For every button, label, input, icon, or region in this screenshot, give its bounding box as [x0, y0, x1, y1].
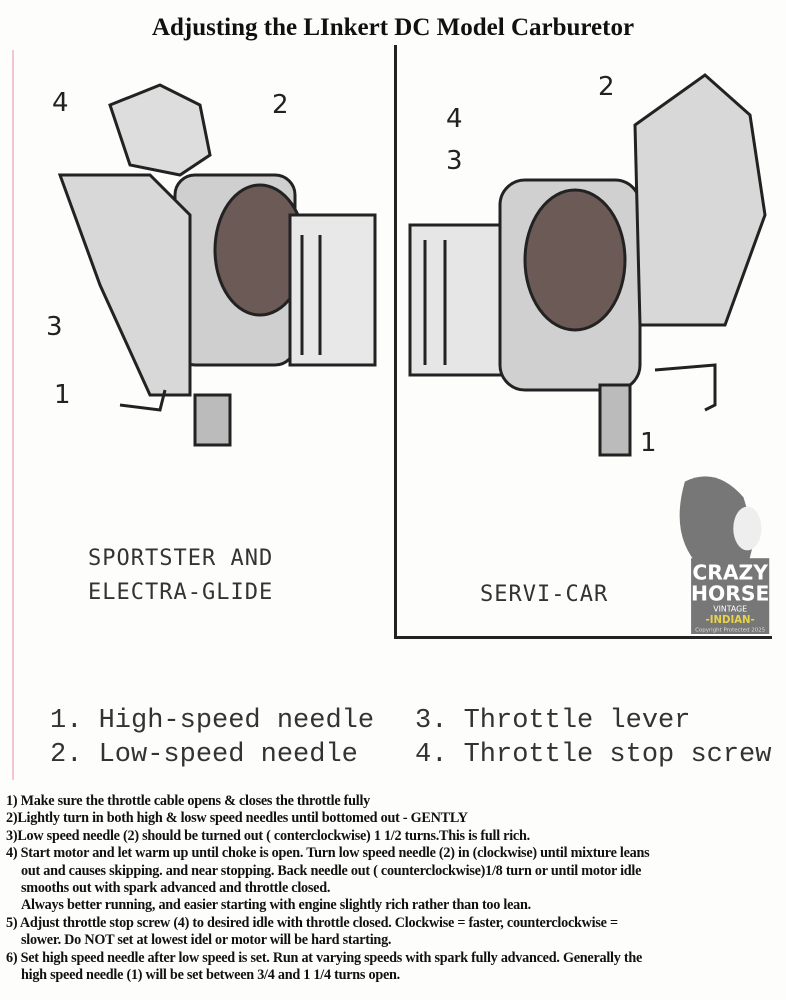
step-6-cont: high speed needle (1) will be set betwee…: [21, 967, 400, 984]
panel-divider-vertical: [394, 45, 397, 637]
label-2: 2: [272, 90, 289, 120]
document-title: Adjusting the LInkert DC Model Carbureto…: [151, 14, 635, 41]
step-2: 2)Lightly turn in both high & losw speed…: [6, 810, 468, 827]
step-1: 1) Make sure the throttle cable opens & …: [6, 793, 370, 809]
caption-electra-glide: ELECTRA-GLIDE: [88, 580, 274, 605]
step-4: 4) Start motor and let warm up until cho…: [6, 845, 650, 862]
step-5-cont: slower. Do NOT set at lowest idel or mot…: [21, 932, 392, 949]
crazy-horse-watermark-logo: CRAZY HORSE VINTAGE -INDIAN- Copyright P…: [679, 476, 769, 634]
step-3: 3)Low speed needle (2) should be turned …: [6, 827, 530, 844]
step-4-cont: smooths out with spark advanced and thro…: [21, 880, 331, 897]
step-5: 5) Adjust throttle stop screw (4) to des…: [6, 914, 618, 931]
step-4-note: Always better running, and easier starti…: [21, 897, 531, 914]
watermark-text: Copyright Protected 2025: [695, 628, 765, 634]
watermark-text: VINTAGE: [713, 604, 747, 613]
label-1: 1: [54, 380, 71, 410]
label-4: 4: [446, 104, 463, 134]
panel-divider-horizontal: [394, 636, 772, 639]
caption-sportster: SPORTSTER AND: [88, 546, 274, 571]
margin-line: [12, 50, 14, 780]
legend-item-2: 2. Low-speed needle: [50, 740, 358, 770]
label-4: 4: [52, 88, 69, 118]
caption-servi-car: SERVI-CAR: [480, 582, 609, 607]
sportster-carburetor-illustration: [57, 83, 377, 447]
servi-car-carburetor-illustration: [408, 73, 767, 457]
legend-item-3: 3. Throttle lever: [415, 706, 691, 736]
legend-item-4: 4. Throttle stop screw: [415, 740, 772, 770]
label-2: 2: [598, 72, 615, 102]
watermark-text: CRAZY: [692, 560, 768, 584]
label-3: 3: [46, 312, 63, 342]
label-3: 3: [446, 146, 463, 176]
legend-item-1: 1. High-speed needle: [50, 706, 375, 736]
step-4-cont: out and causes skipping. and near stoppi…: [21, 862, 642, 879]
label-1: 1: [640, 428, 657, 458]
step-6: 6) Set high speed needle after low speed…: [6, 949, 643, 966]
watermark-text: -INDIAN-: [706, 615, 755, 626]
instruction-steps: 1) Make sure the throttle cable opens & …: [6, 793, 784, 984]
watermark-text: HORSE: [691, 581, 769, 605]
